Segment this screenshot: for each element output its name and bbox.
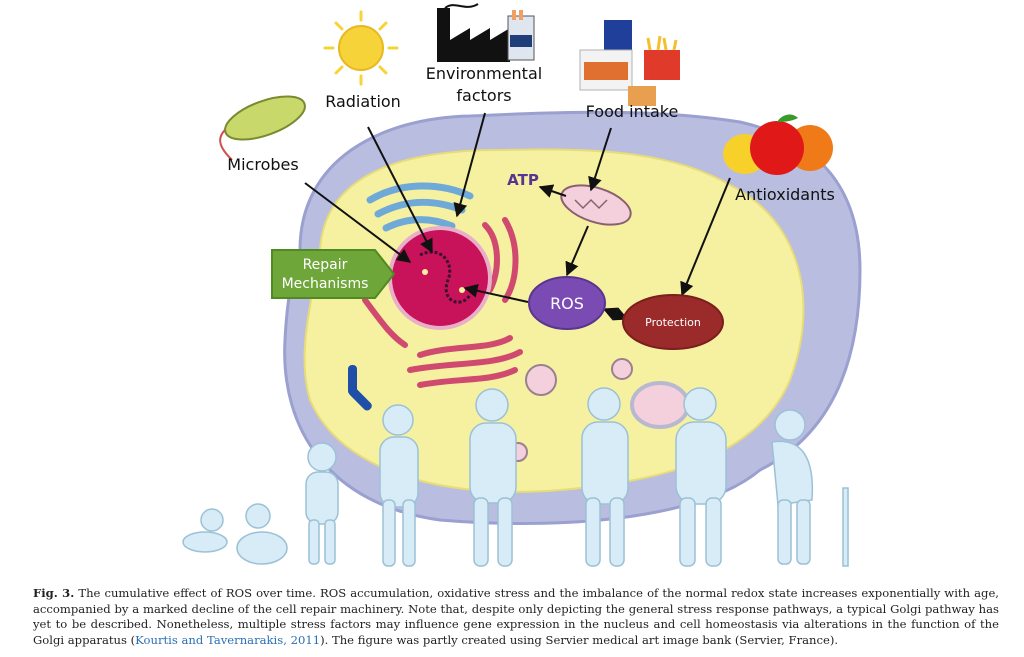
caption-fig-label: Fig. 3. xyxy=(33,586,75,600)
middle-aged-silhouette xyxy=(675,387,727,567)
child-silhouette xyxy=(305,442,339,565)
label-radiation: Radiation xyxy=(325,92,401,111)
elderly-silhouette xyxy=(771,409,849,567)
label-microbes: Microbes xyxy=(227,155,298,174)
label-factors: factors xyxy=(456,86,511,105)
protection-node xyxy=(622,294,724,350)
microbe-icon xyxy=(219,95,306,161)
toddler-silhouette xyxy=(236,503,288,565)
fast-food-icon xyxy=(579,20,680,106)
repair-mechanisms-arrow xyxy=(271,249,396,299)
arrow-ros-to-nucleus xyxy=(463,283,529,303)
label-protection: Protection xyxy=(645,316,701,329)
arrow-mitochondrion-to-ros xyxy=(565,225,589,277)
arrow-food-to-mitochondrion xyxy=(588,127,612,192)
label-food-intake: Food intake xyxy=(586,102,679,121)
arrow-environment-to-golgi xyxy=(453,112,486,218)
sun-icon xyxy=(323,10,399,86)
label-antioxidants: Antioxidants xyxy=(735,185,835,204)
teen-silhouette xyxy=(379,404,419,567)
label-atp: ATP xyxy=(507,171,539,189)
factory-icon xyxy=(437,3,535,62)
diagram-arrows xyxy=(304,112,731,321)
aging-silhouettes xyxy=(182,387,849,567)
adult-male-silhouette xyxy=(469,388,517,567)
adult-silhouette xyxy=(581,387,629,567)
endoplasmic-reticulum xyxy=(362,217,523,388)
arrow-microbes-to-nucleus xyxy=(304,182,412,263)
baby-silhouette xyxy=(182,508,228,553)
fruit-icon xyxy=(723,114,833,175)
arrow-antioxidants-to-protection xyxy=(680,177,731,297)
label-environmental: Environmental xyxy=(426,64,542,83)
label-ros: ROS xyxy=(550,294,584,313)
figure-caption: Fig. 3. The cumulative effect of ROS ove… xyxy=(33,586,999,648)
ros-node xyxy=(528,276,606,330)
arrow-radiation-to-nucleus xyxy=(367,126,433,254)
ros-aging-diagram: Microbes Radiation Environmental factors… xyxy=(182,3,862,567)
caption-text: The cumulative effect of ROS over time. … xyxy=(33,586,999,647)
label-mechanisms: Mechanisms xyxy=(282,276,369,292)
label-repair: Repair xyxy=(303,257,348,273)
caption-text-end: ). The figure was partly created using S… xyxy=(320,632,839,647)
nucleus xyxy=(388,226,492,330)
caption-reference-link[interactable]: Kourtis and Tavernarakis, 2011 xyxy=(135,632,321,647)
arrow-mitochondrion-to-atp xyxy=(538,184,567,198)
centriole xyxy=(348,365,372,411)
